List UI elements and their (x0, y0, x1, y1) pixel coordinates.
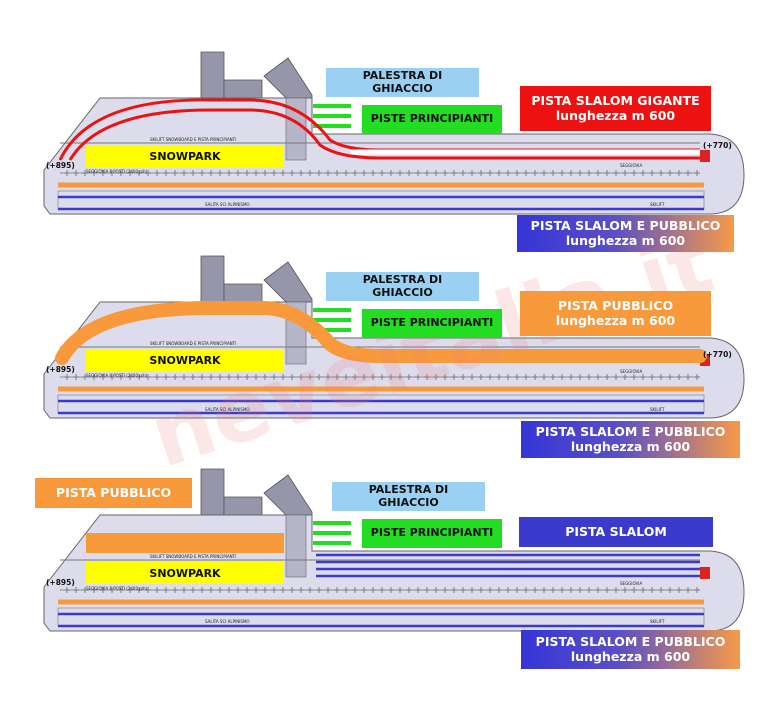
panel1-snowpark: SNOWPARK (86, 145, 284, 167)
panel1-slalom-public-label: PISTA SLALOM E PUBBLICO lunghezza m 600 (517, 215, 734, 252)
panel2-slalom-public-title: PISTA SLALOM E PUBBLICO (535, 424, 726, 440)
panel2-skilift-right-label: SKILIFT (650, 407, 665, 412)
panel2-ice-gym-label: PALESTRA DI GHIACCIO (326, 272, 479, 301)
panel2-chairlift-right-label: SEGGIOVIA (620, 369, 643, 374)
panel3-slalom-public-title: PISTA SLALOM E PUBBLICO (535, 634, 726, 650)
panel2-plan (43, 255, 745, 419)
panel3-skilift-right-label: SKILIFT (650, 619, 665, 624)
panel2-chairlift-left-label: SEGGIOVIA 6 POSTI (2400 p/h) (86, 373, 148, 378)
panel3-orange-piste (86, 533, 284, 553)
panel3-ice-gym-label: PALESTRA DI GHIACCIO (332, 482, 485, 511)
panel2-beginner-lane (313, 318, 351, 322)
panel1-skilift-top-label: SKILIFT SNOWBOARD E PISTA PRINCIPIANTI (150, 137, 237, 142)
panel1-slalom-public-title: PISTA SLALOM E PUBBLICO (530, 218, 721, 234)
panel3-snowpark: SNOWPARK (86, 562, 284, 584)
panel3-beginner-lane (313, 541, 351, 545)
panel1-beginner-lane (313, 104, 351, 108)
panel1-elevation-low: (+895) (46, 161, 75, 170)
panel3-building-tower (200, 468, 225, 518)
panel2-beginner-lane (313, 328, 351, 332)
panel3-walkup-label: SALITA SCI ALPINISMO (205, 619, 250, 624)
panel2-public-title: PISTA PUBBLICO (557, 298, 674, 314)
panel2-slalom-public-length: lunghezza m 600 (570, 438, 691, 454)
panel2-skilift-top-label: SKILIFT SNOWBOARD E PISTA PRINCIPIANTI (150, 341, 237, 346)
panel1-chairlift-left-label: SEGGIOVIA 6 POSTI (2400 p/h) (86, 169, 148, 174)
panel2-orange-piste (55, 301, 707, 365)
panel3-beginner-lane (313, 521, 351, 525)
panel1-skilift-right-label: SKILIFT (650, 202, 665, 207)
panel2-building-tower (200, 255, 225, 305)
panel2-beginner-lane (313, 308, 351, 312)
panel1-beginner-lane (313, 124, 351, 128)
panel1-giant-slalom-length: lunghezza m 600 (555, 107, 676, 123)
panel3-chairlift-left-label: SEGGIOVIA 6 POSTI (2400 p/h) (86, 586, 148, 591)
panel3-elevation-low: (+895) (46, 578, 75, 587)
panel1-walkup-label: SALITA SCI ALPINISMO (205, 202, 250, 207)
panel1-slalom-public-length: lunghezza m 600 (565, 232, 686, 248)
panel3-slalom-public-length: lunghezza m 600 (570, 648, 691, 664)
panel1-building-block (223, 79, 263, 101)
panel1-red-track-outer (58, 98, 700, 161)
panel3-building-block (223, 496, 263, 518)
panel2-snowpark: SNOWPARK (86, 349, 284, 371)
panel2-beginners-label: PISTE PRINCIPIANTI (362, 309, 502, 338)
panel3-plan (43, 468, 745, 632)
panel2-public-label: PISTA PUBBLICO lunghezza m 600 (520, 291, 711, 336)
panel1-beginner-lane (313, 114, 351, 118)
panel1-chairlift-right-label: SEGGIOVIA (620, 163, 643, 168)
panel3-skilift-top-label: SKILIFT SNOWBOARD E PISTA PRINCIPIANTI (150, 554, 237, 559)
panel2-public-length: lunghezza m 600 (555, 312, 676, 328)
panel1-giant-slalom-title: PISTA SLALOM GIGANTE (531, 93, 700, 109)
panel3-beginners-label: PISTE PRINCIPIANTI (362, 519, 502, 548)
panel2-slalom-public-label: PISTA SLALOM E PUBBLICO lunghezza m 600 (521, 421, 740, 458)
panel1-giant-slalom-label: PISTA SLALOM GIGANTE lunghezza m 600 (520, 86, 711, 131)
panel1-elevation-high: (+770) (703, 141, 732, 150)
panel2-elevation-high: (+770) (703, 350, 732, 359)
panel2-elevation-low: (+895) (46, 365, 75, 374)
panel3-stairs (285, 514, 307, 578)
panel3-slalom-label: PISTA SLALOM (519, 517, 713, 547)
panel3-chairlift-right-label: SEGGIOVIA (620, 581, 643, 586)
panel1-building-tower (200, 51, 225, 101)
panel3-slalom-public-label: PISTA SLALOM E PUBBLICO lunghezza m 600 (521, 630, 740, 669)
panel2-walkup-label: SALITA SCI ALPINISMO (205, 407, 250, 412)
panel1-ice-gym-label: PALESTRA DI GHIACCIO (326, 68, 479, 97)
panel3-end-station (700, 567, 710, 579)
panel3-beginner-lane (313, 531, 351, 535)
panel1-beginners-label: PISTE PRINCIPIANTI (362, 105, 502, 134)
panel3-public-label: PISTA PUBBLICO (35, 478, 192, 508)
panel1-end-station (700, 150, 710, 162)
panel1-red-track-inner (68, 108, 700, 161)
panel1-plan (43, 51, 745, 215)
